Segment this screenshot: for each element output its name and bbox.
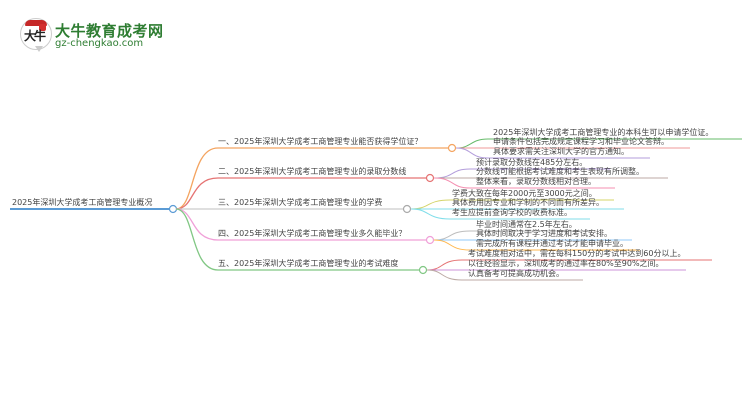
leaf-5-1: 考试难度相对适中，需在每科150分的考试中达到60分以上。 bbox=[468, 249, 686, 258]
mindmap-root[interactable]: 2025年深圳大学成考工商管理专业概况 bbox=[12, 198, 153, 207]
leaf-3-3: 考生应提前查询学校的收费标准。 bbox=[452, 208, 572, 217]
branch-5-connector bbox=[175, 208, 419, 271]
leaf-3-2: 具体费用因专业和学制的不同而有所差异。 bbox=[452, 198, 604, 207]
leaf-2-2: 分数线可能根据考试难度和考生表现有所调整。 bbox=[476, 167, 644, 176]
leaf-1-3: 具体要求需关注深圳大学的官方通知。 bbox=[493, 147, 629, 156]
branch-2-score[interactable]: 二、2025年深圳大学成考工商管理专业的录取分数线 bbox=[218, 167, 407, 176]
branch-1-connector bbox=[175, 147, 448, 210]
branch-4-duration[interactable]: 四、2025年深圳大学成考工商管理专业多久能毕业？ bbox=[218, 229, 407, 238]
site-logo[interactable]: 大牛 大牛教育成考网 gz-chengkao.com bbox=[20, 18, 220, 52]
leaf-4-2: 具体时间取决于学习进度和考试安排。 bbox=[476, 229, 612, 238]
branch-3-tuition[interactable]: 三、2025年深圳大学成考工商管理专业的学费 bbox=[218, 198, 383, 207]
leaf-4-1: 毕业时间通常在2.5年左右。 bbox=[476, 220, 577, 229]
leaf-4-3: 需完成所有课程并通过考试才能申请毕业。 bbox=[476, 239, 628, 248]
leaf-1-2: 申请条件包括完成规定课程学习和毕业论文答辩。 bbox=[493, 137, 669, 146]
branch-4-node bbox=[425, 235, 435, 245]
leaf-2-1: 预计录取分数线在485分左右。 bbox=[476, 158, 588, 167]
branch-1-degree[interactable]: 一、2025年深圳大学成考工商管理专业能否获得学位证？ bbox=[218, 137, 423, 146]
leaf-3-1: 学费大致在每年2000元至3000元之间。 bbox=[452, 189, 597, 198]
branch-5-difficulty[interactable]: 五、2025年深圳大学成考工商管理专业的考试难度 bbox=[218, 259, 399, 268]
leaf-5-3: 认真备考可提高成功机会。 bbox=[468, 269, 564, 278]
root-node bbox=[168, 204, 178, 214]
branch-2-node bbox=[425, 173, 435, 183]
logo-url: gz-chengkao.com bbox=[55, 38, 144, 49]
branch-1-node bbox=[447, 143, 457, 153]
logo-title: 大牛教育成考网 bbox=[55, 22, 164, 40]
branch-4-connector bbox=[175, 208, 427, 241]
logo-badge-icon: 大牛 bbox=[20, 18, 52, 52]
leaf-1-1: 2025年深圳大学成考工商管理专业的本科生可以申请学位证。 bbox=[493, 128, 714, 137]
branch-3-node bbox=[402, 204, 412, 214]
branch-5-node bbox=[418, 265, 428, 275]
leaf-5-2: 以往经验显示，深圳成考的通过率在80%至90%之间。 bbox=[468, 259, 664, 268]
leaf-2-3: 整体来看，录取分数线相对合理。 bbox=[476, 177, 596, 186]
branch-2-connector bbox=[175, 177, 427, 210]
